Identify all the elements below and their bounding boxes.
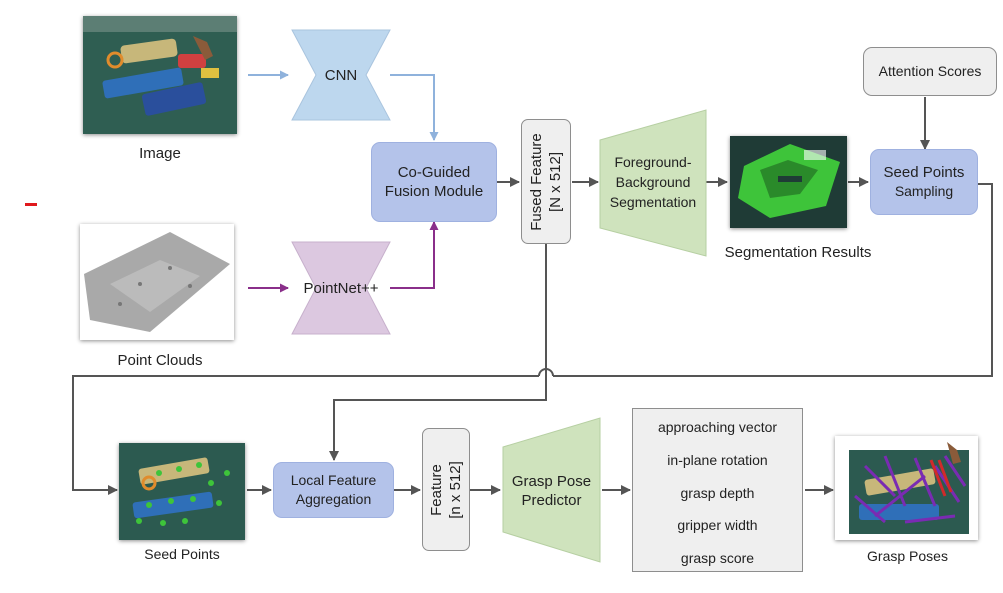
sampling-line2: Sampling (894, 183, 954, 199)
grasp-outputs-box: approaching vector in-plane rotation gra… (632, 408, 803, 572)
fused-feature-line2: [N x 512] (547, 151, 564, 212)
segmentation-label: Foreground- Background Segmentation (600, 152, 706, 212)
attention-scores-box: Attention Scores (863, 47, 997, 96)
seg-line3: Segmentation (609, 194, 697, 210)
output-grasp-score: grasp score (680, 550, 755, 566)
predictor-line1: Grasp Pose (511, 473, 592, 490)
pointnet-label: PointNet++ (303, 280, 379, 297)
cnn-encoder-shape (291, 29, 391, 121)
image-label: Image (139, 145, 181, 162)
cnn-label: CNN (324, 67, 358, 84)
output-in-plane-rotation: in-plane rotation (667, 452, 768, 468)
segmentation-results-image (730, 136, 847, 228)
seg-line2: Background (615, 174, 691, 190)
output-approaching-vector: approaching vector (657, 419, 778, 435)
output-gripper-width: gripper width (677, 517, 758, 533)
segmentation-results-label: Segmentation Results (724, 244, 872, 261)
point-clouds-label: Point Clouds (117, 352, 203, 369)
seed-points-label: Seed Points (144, 546, 220, 562)
local-line2: Aggregation (295, 491, 372, 507)
seg-line1: Foreground- (614, 154, 692, 170)
feature-line1: Feature (428, 463, 445, 516)
local-feature-aggregation-module: Local Feature Aggregation (273, 462, 394, 518)
input-image (83, 16, 237, 134)
grasp-poses-image (835, 436, 978, 540)
arrow-sampling-to-seedpoints (553, 183, 993, 377)
input-point-cloud (80, 224, 234, 340)
red-dash-mark (25, 203, 37, 206)
grasp-poses-label: Grasp Poses (867, 548, 948, 564)
local-line1: Local Feature (290, 472, 377, 488)
seed-points-image (119, 443, 245, 540)
output-grasp-depth: grasp depth (680, 485, 755, 501)
arrow-pointnet-to-fusion (390, 221, 439, 289)
fusion-line1: Co-Guided (397, 164, 471, 181)
arrow-cnn-to-fusion (390, 74, 439, 141)
fused-feature-line1: Fused Feature (528, 132, 545, 231)
pointnet-encoder-shape (291, 241, 391, 335)
predictor-line2: Predictor (521, 492, 582, 509)
fused-feature-box: Fused Feature [N x 512] (521, 119, 571, 244)
fusion-line2: Fusion Module (384, 183, 484, 200)
feature-box: Feature [n x 512] (422, 428, 470, 551)
sampling-line1: Seed Points (883, 164, 965, 181)
grasp-predictor-label: Grasp Pose Predictor (503, 472, 600, 510)
seed-points-sampling-module: Seed Points Sampling (870, 149, 978, 215)
co-guided-fusion-module: Co-Guided Fusion Module (371, 142, 497, 222)
feature-line2: [n x 512] (447, 460, 464, 519)
segmentation-shape (599, 109, 707, 257)
grasp-predictor-shape (502, 417, 601, 563)
arrow-fused-to-local (329, 244, 547, 461)
